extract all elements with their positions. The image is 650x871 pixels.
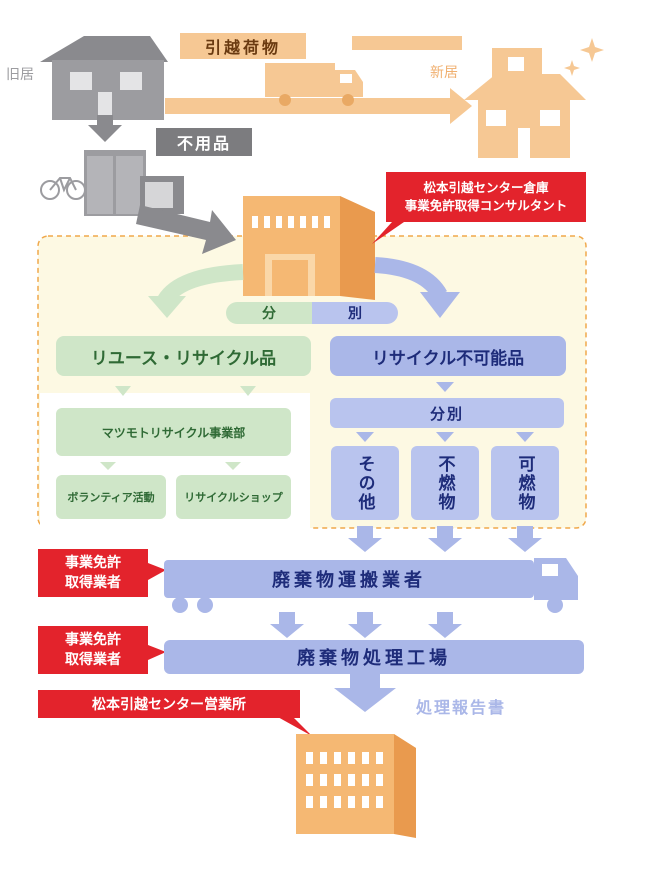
waste-plant-bar: 廃棄物処理工場: [164, 640, 584, 674]
license-holder-callout: 事業免許 取得業者: [38, 549, 148, 597]
reuse-recycle-box: リユース・リサイクル品: [56, 336, 311, 376]
license-holder-line2: 取得業者: [65, 575, 121, 591]
unwanted-goods-label: 不用品: [156, 128, 252, 156]
license-holder-callout: 事業免許 取得業者: [38, 626, 148, 674]
sort-second-box: 分別: [330, 398, 564, 428]
moving-truck-icon: [265, 63, 363, 106]
category-nonburnable: 不燃物: [411, 446, 479, 520]
warehouse-callout-line1: 松本引越センター倉庫: [423, 180, 549, 195]
arrow-nonrecyclable: [374, 257, 447, 300]
new-home-label: 新居: [430, 65, 458, 81]
license-holder-line2: 取得業者: [65, 652, 121, 668]
report-label: 処理報告書: [416, 698, 507, 717]
license-holder-line1: 事業免許: [65, 632, 121, 648]
category-other: その他: [331, 446, 399, 520]
volunteer-box: ボランティア活動: [56, 475, 166, 519]
bicycle-icon: [40, 177, 86, 200]
waste-truck-icon: [172, 558, 578, 613]
recycle-shop-box: リサイクルショップ: [176, 475, 291, 519]
unwanted-appliances-icon: [84, 150, 184, 216]
sparkle-icon: [580, 38, 604, 62]
warehouse-callout: 松本引越センター倉庫 事業免許取得コンサルタント: [386, 172, 586, 222]
waste-transport-bar: 廃棄物運搬業者: [164, 560, 534, 598]
sort-label-left: 分: [226, 302, 312, 324]
arrow-to-warehouse: [136, 205, 236, 254]
sales-office-building-icon: [296, 734, 416, 838]
arrow-reuse: [158, 264, 244, 305]
old-house-icon: [40, 36, 168, 120]
branch-office-callout: 松本引越センター営業所: [38, 690, 300, 718]
license-holder-line1: 事業免許: [65, 555, 121, 571]
new-house-icon: [464, 48, 586, 158]
category-burnable: 可燃物: [491, 446, 559, 520]
arrow-down-icon: [88, 115, 122, 142]
warehouse-building-icon: [243, 196, 375, 300]
warehouse-callout-line2: 事業免許取得コンサルタント: [404, 198, 568, 213]
moving-goods-label: 引越荷物: [180, 33, 306, 59]
moving-arrow: [165, 88, 472, 124]
sparkle-icon: [564, 60, 580, 76]
sort-label-right: 別: [312, 302, 398, 324]
old-home-label: 旧居: [6, 67, 34, 83]
recycle-dept-box: マツモトリサイクル事業部: [56, 408, 291, 456]
non-recyclable-box: リサイクル不可能品: [330, 336, 566, 376]
